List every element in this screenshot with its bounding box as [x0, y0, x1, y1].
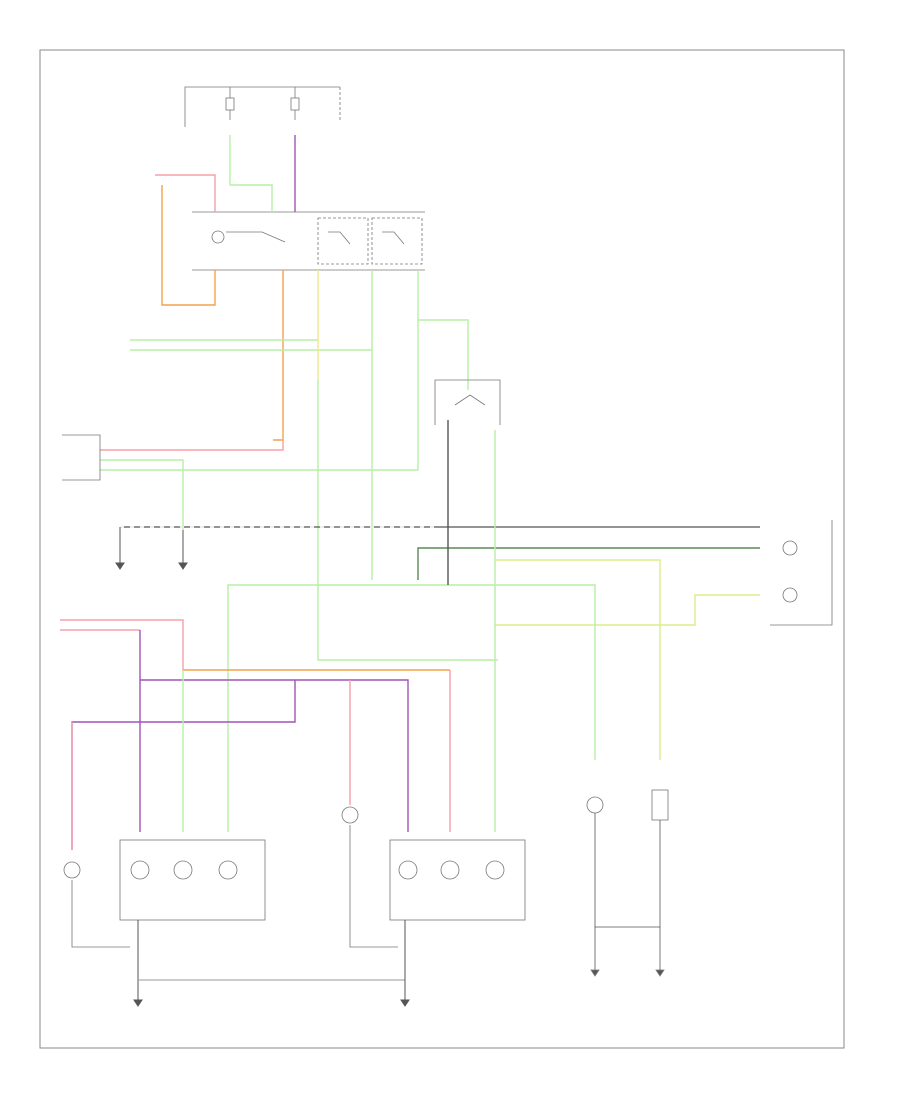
ground-left	[133, 920, 405, 1007]
wire-yg-meter	[495, 594, 760, 626]
combination-switch	[62, 434, 101, 481]
turn-signal-relay	[434, 379, 501, 425]
right-front-turn-lamp	[595, 789, 669, 977]
wire-green-dist	[227, 584, 596, 832]
wire-pink-combo	[100, 440, 284, 451]
combination-meter	[770, 520, 833, 626]
hazard-switch	[192, 211, 425, 271]
ground-center-left	[115, 527, 125, 570]
wire-pink-rear1	[60, 619, 184, 670]
left-rear-combo-lamp	[63, 839, 266, 948]
wire-darkgreen-meter	[417, 547, 760, 580]
wire-green-v1	[317, 380, 498, 661]
wire-green-v3	[100, 270, 419, 471]
left-front-turn-lamp	[586, 796, 604, 977]
right-rear-combo-lamp	[341, 806, 526, 948]
wire-green-v4	[418, 319, 469, 390]
diagram-frame	[39, 49, 845, 1049]
fuse-box	[184, 86, 341, 127]
wire-pink-stop	[155, 174, 216, 212]
wire-green-relay	[100, 459, 184, 530]
ground-center-right	[178, 530, 188, 570]
wire-yg-front	[495, 559, 661, 760]
wire-green-fuse	[229, 135, 273, 212]
wire-purple-h2	[140, 679, 409, 832]
ground-right	[400, 920, 410, 1007]
wire-orange-combo	[273, 270, 284, 441]
wire-orange-stop	[161, 185, 216, 306]
wire-layer	[60, 135, 760, 850]
